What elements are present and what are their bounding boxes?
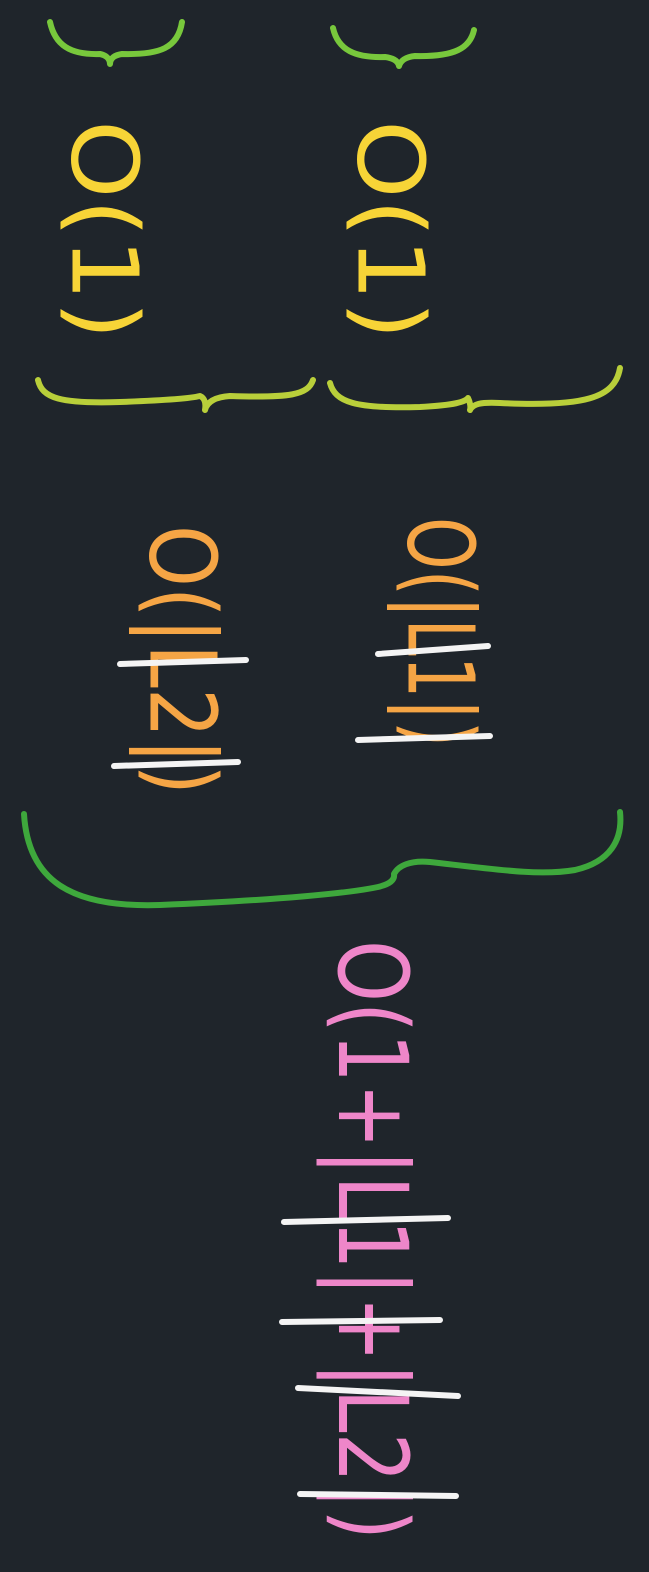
abs-bar-result-1 xyxy=(281,1215,451,1225)
note-right-mid: O(|L1|) xyxy=(387,517,494,747)
note-result: O(1+|L1|+|L2|) xyxy=(315,940,428,1540)
brace-left-top xyxy=(47,19,185,67)
abs-bar-result-2 xyxy=(279,1317,443,1325)
abs-bar-result-3 xyxy=(295,1385,461,1399)
abs-bar-right-top xyxy=(375,643,491,657)
brace-big xyxy=(21,809,624,909)
brace-right-top xyxy=(330,25,477,69)
abs-bar-left-bottom xyxy=(111,759,241,769)
abs-bar-right-bottom xyxy=(355,733,493,743)
brace-left-mid xyxy=(35,377,316,413)
note-left-inner-text: O(1) xyxy=(51,120,158,340)
abs-bar-result-4 xyxy=(297,1491,459,1499)
abs-bar-left-top xyxy=(117,657,249,667)
note-result-text: O(1+|L1|+|L2|) xyxy=(315,940,428,1540)
abs-bars xyxy=(111,643,493,1499)
brace-right-mid xyxy=(327,365,623,413)
note-right-inner-text: O(1) xyxy=(337,120,444,340)
note-left-inner: O(1) xyxy=(51,120,158,340)
note-right-inner: O(1) xyxy=(337,120,444,340)
note-right-mid-text: O(|L1|) xyxy=(387,517,494,747)
